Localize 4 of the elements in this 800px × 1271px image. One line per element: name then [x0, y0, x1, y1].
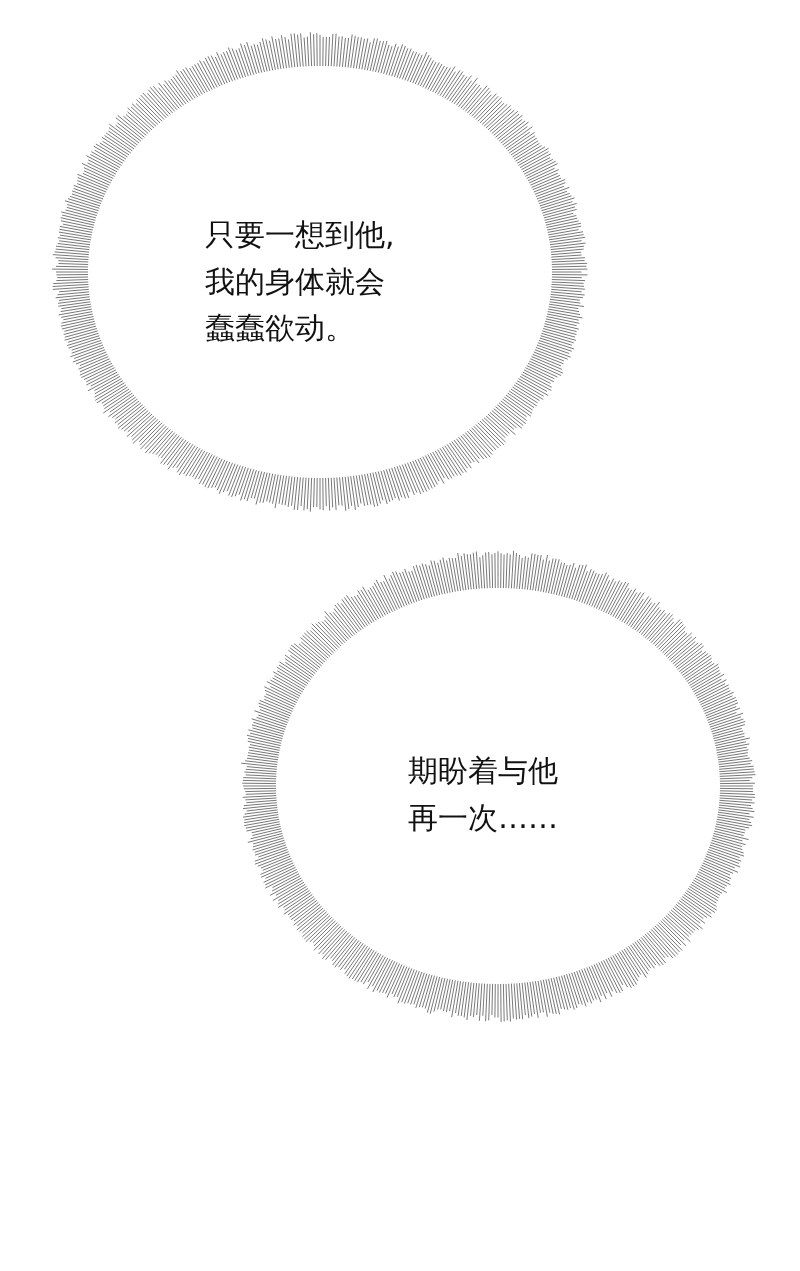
speech-bubble: [240, 550, 756, 1022]
speech-bubble: [52, 32, 588, 512]
speech-text: 期盼着与他再一次……: [408, 752, 559, 837]
speech-text: 只要一想到他,我的身体就会蠢蠢欲动。: [205, 216, 396, 347]
